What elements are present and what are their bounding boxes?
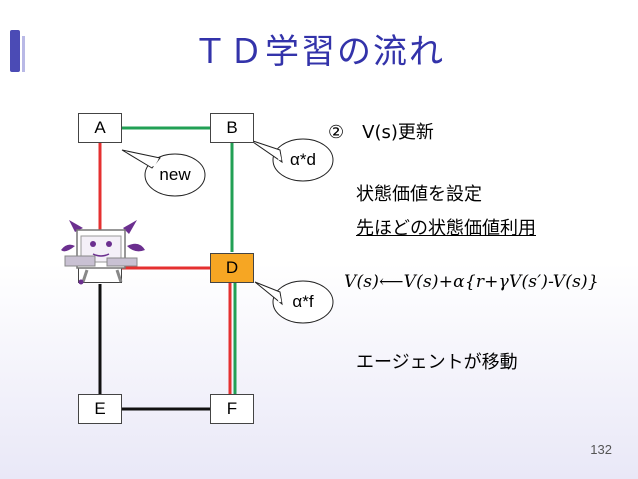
- node-d: D: [210, 253, 254, 283]
- node-f: F: [210, 394, 254, 424]
- robot-mascot-icon: [61, 220, 145, 285]
- text-use-previous-value: 先ほどの状態価値利用: [356, 218, 536, 239]
- callout-alpha-f: α*f: [292, 292, 314, 311]
- step-heading: ② V(s)更新: [328, 118, 434, 144]
- callout-new-bubble: [121, 149, 206, 197]
- node-b: B: [210, 113, 254, 143]
- accent-bar-secondary: [22, 36, 25, 72]
- text-agent-moves: エージェントが移動: [356, 352, 518, 373]
- node-e: E: [78, 394, 122, 424]
- node-a: A: [78, 113, 122, 143]
- text-set-state-value: 状態価値を設定: [356, 184, 482, 205]
- accent-bar: [10, 30, 20, 72]
- step-number: ②: [328, 122, 345, 143]
- page-number: 132: [590, 442, 612, 457]
- callout-alpha-d-bubble: [249, 138, 334, 182]
- callout-alpha-d: α*d: [290, 150, 316, 169]
- callout-alpha-f-bubble: [254, 280, 334, 324]
- step-title: V(s)更新: [362, 122, 434, 143]
- callout-new: new: [159, 165, 191, 184]
- td-update-formula: V(s)⟵V(s)+α{r+γV(s′)-V(s)}: [344, 272, 599, 292]
- slide-title: ＴＤ学習の流れ: [193, 32, 445, 72]
